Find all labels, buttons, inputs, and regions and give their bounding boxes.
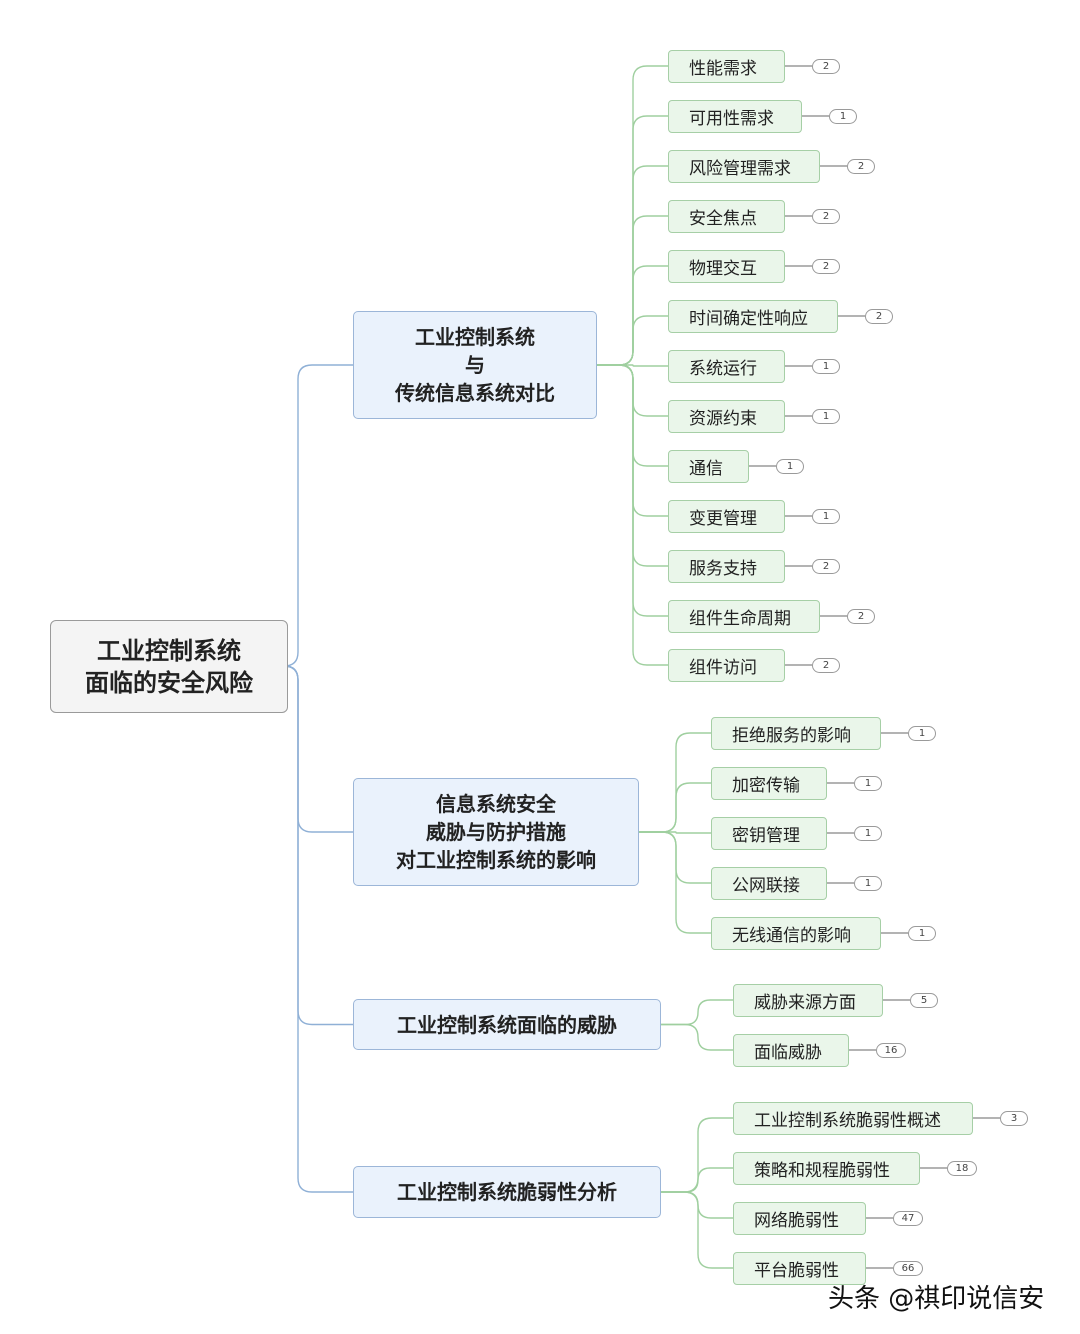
leaf-node[interactable]: 威胁来源方面 [733,984,883,1017]
leaf-node[interactable]: 策略和规程脆弱性 [733,1152,920,1185]
leaf-node[interactable]: 通信 [668,450,749,483]
branch-to-leaf-line [661,1023,733,1051]
leaf-node[interactable]: 公网联接 [711,867,827,900]
leaf-node[interactable]: 密钥管理 [711,817,827,850]
branch-to-leaf-line [639,831,711,934]
branch-node[interactable]: 工业控制系统脆弱性分析 [353,1166,661,1218]
root-to-branch-line [283,665,353,833]
child-count-badge[interactable]: 47 [893,1211,923,1226]
child-count-badge[interactable]: 2 [865,309,893,324]
child-count-badge[interactable]: 1 [812,409,840,424]
child-count-badge[interactable]: 1 [854,876,882,891]
branch-title-line: 传统信息系统对比 [395,381,555,405]
branch-to-leaf-line [661,1117,733,1193]
leaf-node[interactable]: 平台脆弱性 [733,1252,866,1285]
branch-title-line: 工业控制系统 [415,325,535,349]
child-count-badge[interactable]: 5 [910,993,938,1008]
root-line-1: 工业控制系统 [97,636,241,665]
child-count-badge[interactable]: 2 [812,658,840,673]
child-count-badge[interactable]: 1 [812,359,840,374]
child-count-badge[interactable]: 2 [812,209,840,224]
branch-to-leaf-line [639,831,711,834]
branch-to-leaf-line [661,1167,733,1193]
branch-to-leaf-line [639,782,711,833]
child-count-badge[interactable]: 1 [908,726,936,741]
branch-title-line: 对工业控制系统的影响 [396,848,596,872]
child-count-badge[interactable]: 2 [847,609,875,624]
branch-to-leaf-line [661,1191,733,1269]
watermark: 头条 @祺印说信安 [828,1284,1045,1314]
leaf-node[interactable]: 资源约束 [668,400,785,433]
leaf-node[interactable]: 系统运行 [668,350,785,383]
root-to-branch-line [283,364,353,667]
leaf-node[interactable]: 物理交互 [668,250,785,283]
leaf-node[interactable]: 拒绝服务的影响 [711,717,881,750]
leaf-node[interactable]: 无线通信的影响 [711,917,881,950]
leaf-node[interactable]: 可用性需求 [668,100,802,133]
child-count-badge[interactable]: 1 [776,459,804,474]
branch-to-leaf-line [597,315,668,366]
leaf-node[interactable]: 面临威胁 [733,1034,849,1067]
child-count-badge[interactable]: 2 [812,259,840,274]
branch-to-leaf-line [661,999,733,1026]
leaf-node[interactable]: 服务支持 [668,550,785,583]
branch-title-line: 与 [465,353,485,377]
leaf-node[interactable]: 变更管理 [668,500,785,533]
leaf-node[interactable]: 加密传输 [711,767,827,800]
branch-title-line: 威胁与防护措施 [426,820,566,844]
child-count-badge[interactable]: 1 [812,509,840,524]
root-node[interactable]: 工业控制系统 面临的安全风险 [50,620,288,713]
leaf-node[interactable]: 组件生命周期 [668,600,820,633]
leaf-node[interactable]: 组件访问 [668,649,785,682]
leaf-node[interactable]: 时间确定性响应 [668,300,838,333]
child-count-badge[interactable]: 2 [812,59,840,74]
leaf-node[interactable]: 风险管理需求 [668,150,820,183]
root-to-branch-line [283,665,353,1193]
child-count-badge[interactable]: 1 [908,926,936,941]
leaf-node[interactable]: 工业控制系统脆弱性概述 [733,1102,973,1135]
branch-node[interactable]: 工业控制系统面临的威胁 [353,999,661,1050]
child-count-badge[interactable]: 18 [947,1161,977,1176]
branch-title-line: 工业控制系统面临的威胁 [397,1012,617,1037]
root-line-2: 面临的安全风险 [85,668,253,697]
branch-to-leaf-line [597,364,668,367]
branch-node[interactable]: 工业控制系统与传统信息系统对比 [353,311,597,419]
child-count-badge[interactable]: 1 [854,776,882,791]
root-to-branch-line [283,665,353,1026]
child-count-badge[interactable]: 66 [893,1261,923,1276]
branch-to-leaf-line [661,1191,733,1219]
branch-node[interactable]: 信息系统安全威胁与防护措施对工业控制系统的影响 [353,778,639,886]
leaf-node[interactable]: 性能需求 [668,50,785,83]
child-count-badge[interactable]: 1 [854,826,882,841]
branch-to-leaf-line [597,364,668,666]
leaf-node[interactable]: 安全焦点 [668,200,785,233]
child-count-badge[interactable]: 1 [829,109,857,124]
child-count-badge[interactable]: 16 [876,1043,906,1058]
leaf-node[interactable]: 网络脆弱性 [733,1202,866,1235]
child-count-badge[interactable]: 2 [812,559,840,574]
child-count-badge[interactable]: 3 [1000,1111,1028,1126]
branch-title-line: 信息系统安全 [436,792,556,816]
child-count-badge[interactable]: 2 [847,159,875,174]
branch-title-line: 工业控制系统脆弱性分析 [397,1180,617,1204]
